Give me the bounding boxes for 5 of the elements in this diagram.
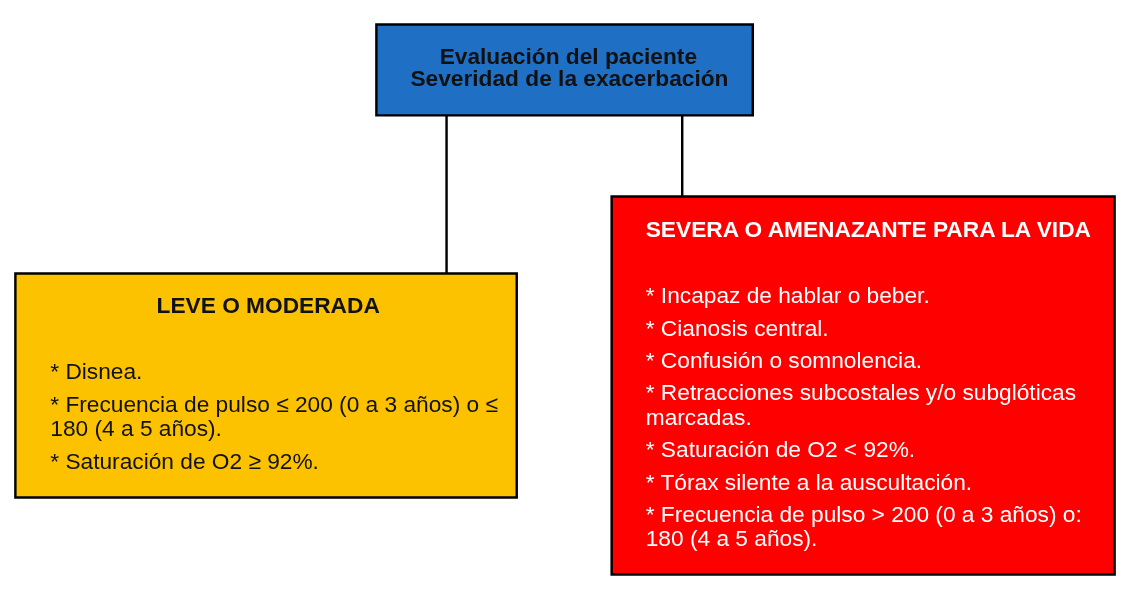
node-box: Evaluación del paciente Severidad de la exacerbación bbox=[375, 23, 754, 117]
connector bbox=[445, 115, 448, 274]
connector bbox=[681, 115, 684, 197]
node-box: LEVE O MODERADA * Disnea. * Frecuencia de pulso ≤ 200 (0 a 3 años) o ≤ 180 (4 a 5 años). * Saturación de O2 ≥ 92%. bbox=[14, 272, 518, 499]
node-box: SEVERA O AMENAZANTE PARA LA VIDA * Incapaz de hablar o beber. * Cianosis central. * Confusión o somnolencia. * Retracciones subcostales y/o subglóticas marcadas. * Saturación de O2 < 92%. * Tórax silente a la auscultación. * Frecuencia de pulso > 200 (0 a 3 años) o: 180 (4 a 5 años). bbox=[610, 195, 1116, 576]
